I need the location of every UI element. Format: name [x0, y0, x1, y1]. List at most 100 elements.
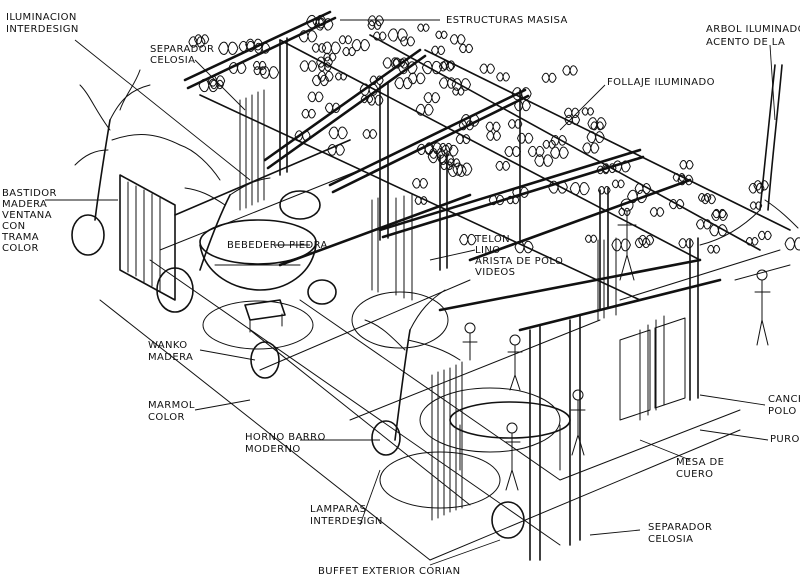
leaf-loop — [668, 198, 685, 210]
leaf-loop — [601, 163, 617, 174]
leaf-loop — [707, 244, 721, 254]
leaf-loop — [695, 219, 712, 230]
leaf-loop — [458, 43, 474, 54]
horno-line-1: MODERNO — [245, 444, 301, 455]
leaf-loop — [634, 183, 652, 195]
leaf-loop — [612, 160, 631, 173]
leaf-loop — [431, 45, 446, 56]
leaf-loop — [586, 131, 605, 144]
cancha-line-0: CANCHA — [768, 394, 800, 405]
leaf-loop — [563, 107, 580, 119]
leaf-loop — [294, 130, 311, 141]
leaf-loop — [495, 160, 511, 171]
leaf-loop — [311, 74, 330, 87]
pergola-posts — [279, 37, 699, 561]
leaf-loop — [527, 145, 545, 158]
marmol-line-1: COLOR — [148, 412, 185, 423]
cancha-line-1: POLO — [768, 406, 797, 417]
iluminacion-line-1: INTERDESIGN — [6, 24, 79, 35]
leaf-loop — [188, 36, 206, 48]
leaf-loop — [317, 62, 332, 72]
leaf-loop — [351, 38, 371, 52]
leaf-loop — [314, 18, 334, 31]
leaf-loop — [435, 30, 448, 39]
leaf-loop — [634, 237, 651, 249]
leader-lines — [45, 19, 776, 566]
leaf-loop — [252, 60, 267, 70]
leaf-loop — [342, 46, 356, 57]
leaf-loop — [514, 240, 534, 254]
leaf-loop — [678, 238, 694, 249]
separador_top-line-0: SEPARADOR — [150, 44, 214, 55]
leaf-loop — [618, 207, 631, 217]
leaf-loop — [542, 139, 556, 149]
bebedero-basin — [199, 219, 317, 291]
leaf-loop — [407, 72, 426, 85]
leaf-loop — [366, 94, 384, 106]
leaf-loop — [398, 61, 418, 75]
figures — [462, 198, 771, 491]
leaf-loop — [455, 134, 471, 145]
leaf-loop — [749, 201, 763, 210]
mesa-line-1: CUERO — [676, 469, 713, 480]
leaf-loop — [414, 196, 428, 205]
leaf-loop — [541, 72, 557, 83]
wanko-line-1: MADERA — [148, 352, 193, 363]
leaf-loop — [372, 31, 387, 41]
leaf-loop — [550, 134, 567, 146]
leaf-loop — [486, 130, 502, 141]
leaf-loop — [460, 114, 480, 127]
leaf-loop — [506, 195, 520, 205]
floor-plane — [99, 169, 781, 561]
leaf-loop — [307, 91, 324, 103]
label-puro: PURO M — [770, 434, 800, 445]
bastidor-line-4: TRAMA — [1, 232, 39, 243]
leaf-loop — [753, 180, 769, 191]
leaf-loop — [582, 142, 600, 154]
leaf-loop — [649, 207, 665, 217]
leaf-loop — [550, 146, 569, 159]
follaje-line-0: FOLLAJE ILUMINADO — [607, 77, 715, 88]
leaf-loop — [562, 65, 578, 76]
leaf-loop — [321, 41, 341, 55]
leaf-loop — [512, 186, 530, 198]
leaf-loop — [306, 14, 327, 29]
bastidor-line-1: MADERA — [2, 199, 47, 210]
leaf-loop — [387, 28, 408, 42]
leaf-loop — [359, 83, 379, 96]
leaf-loop — [369, 75, 384, 85]
leaf-loop — [334, 72, 348, 81]
leaf-loop — [328, 126, 348, 140]
leaf-loop — [507, 119, 523, 129]
celosia-screens — [239, 89, 665, 521]
lamparas-line-0: LAMPARAS — [310, 504, 366, 515]
leaf-loop — [301, 108, 316, 119]
leaf-loop — [360, 94, 374, 104]
mesa-line-0: MESA DE — [676, 457, 724, 468]
bastidor-line-5: COLOR — [2, 243, 39, 254]
leaf-loop — [611, 238, 631, 252]
leaf-loop — [511, 87, 532, 101]
leaf-loop — [449, 34, 466, 45]
telon-line-0: TELON — [474, 234, 510, 245]
leaf-loop — [194, 34, 210, 45]
tree-right — [699, 64, 799, 246]
leaf-loop — [597, 186, 611, 195]
leaf-loop — [712, 208, 727, 219]
label-estructuras-masisa: ESTRUCTURAS MASISA — [446, 15, 568, 26]
puro-line-0: PURO M — [770, 434, 800, 445]
bastidor-line-0: BASTIDOR — [2, 188, 57, 199]
leaf-loop — [228, 62, 247, 74]
leaf-loop — [485, 121, 501, 132]
leaf-loop — [417, 23, 430, 32]
leaf-loop — [438, 61, 455, 72]
leaf-loop — [362, 129, 378, 139]
